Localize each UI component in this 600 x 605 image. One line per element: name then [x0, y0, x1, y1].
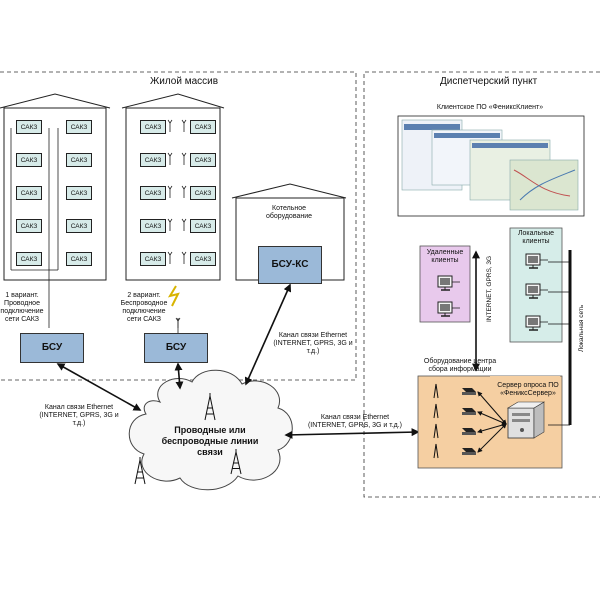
dispatch-section-border: [363, 71, 600, 498]
collection-devices: [433, 383, 507, 459]
modem-icon: [462, 408, 476, 415]
antenna-icon: [433, 403, 439, 419]
tower-icon: [204, 393, 216, 421]
sakz-device: САКЗ: [140, 186, 166, 200]
modem-icon: [462, 448, 476, 455]
antenna-icon: [181, 152, 187, 165]
monitor-icon: [437, 275, 460, 291]
variant-2-label: 2 вариант. Беспроводное подключение сети…: [120, 292, 168, 323]
server-icon: [506, 401, 546, 439]
sakz-device: САКЗ: [16, 120, 42, 134]
tower-icon: [230, 449, 242, 475]
modem-icon: [462, 428, 476, 435]
sakz-device: САКЗ: [66, 252, 92, 266]
bsu-1: БСУ: [20, 333, 84, 363]
sakz-device: САКЗ: [140, 252, 166, 266]
client-software-screenshot: [397, 115, 585, 217]
sakz-device: САКЗ: [16, 186, 42, 200]
bsu-ks: БСУ-КС: [258, 246, 322, 284]
residential-section-title: Жилой массив: [150, 76, 219, 87]
sakz-device: САКЗ: [190, 153, 216, 167]
wireless-lightning-icon: [167, 285, 180, 307]
sakz-device: САКЗ: [190, 219, 216, 233]
collection-center-label: Оборудование центра сбора информации: [423, 358, 497, 373]
sakz-device: САКЗ: [190, 252, 216, 266]
monitor-icon: [525, 253, 548, 269]
antenna-icon: [181, 119, 187, 132]
tower-icon: [134, 457, 146, 485]
local-network-taps: [548, 261, 570, 426]
local-clients-label: Локальные клиенты: [517, 230, 555, 245]
bsu-2: БСУ: [144, 333, 208, 363]
monitor-icon: [437, 301, 460, 317]
network-cloud: [128, 369, 293, 491]
antenna-icon: [181, 251, 187, 264]
antenna-icon: [433, 423, 439, 439]
wired-bus-building-1: [10, 128, 59, 328]
sakz-device: САКЗ: [66, 120, 92, 134]
variant-1-label: 1 вариант. Проводное подключение сети СА…: [0, 292, 44, 323]
building-1: [0, 93, 111, 281]
sakz-device: САКЗ: [140, 219, 166, 233]
antenna-icon: [167, 119, 173, 132]
vertical-network-label: INTERNET, GPRS, 3G: [486, 255, 493, 322]
client-software-label: Клиентское ПО «ФениксКлиент»: [436, 104, 544, 111]
sakz-device: САКЗ: [190, 120, 216, 134]
link-arrows: [56, 283, 420, 439]
sakz-device: САКЗ: [66, 186, 92, 200]
client-monitors: [437, 253, 548, 331]
sakz-device: САКЗ: [16, 153, 42, 167]
monitor-icon: [525, 283, 548, 299]
antenna-icon: [167, 185, 173, 198]
cell-towers: [134, 393, 242, 485]
antenna-icon: [167, 152, 173, 165]
ethernet-link-mid-label: Канал связи Ethernet (INTERNET, GPRS, 3G…: [307, 414, 403, 429]
antenna-icon: [167, 218, 173, 231]
sakz-device: САКЗ: [66, 219, 92, 233]
sakz-device: САКЗ: [16, 219, 42, 233]
device-link: [477, 411, 507, 425]
antenna-icon: [433, 443, 439, 459]
device-link: [477, 423, 507, 453]
remote-clients-label: Удаленные клиенты: [426, 249, 464, 264]
cloud-label: Проводные или беспроводные линии связи: [161, 425, 259, 457]
antenna-icon: [167, 251, 173, 264]
sakz-device: САКЗ: [16, 252, 42, 266]
building-2: [121, 93, 225, 281]
ethernet-link-top-label: Канал связи Ethernet (INTERNET, GPRS, 3G…: [273, 332, 353, 355]
sakz-device: САКЗ: [190, 186, 216, 200]
antenna-icon: [433, 383, 439, 399]
sakz-device: САКЗ: [66, 153, 92, 167]
dispatch-section-title: Диспетчерский пункт: [440, 76, 538, 87]
poll-server-label: Сервер опроса ПО «ФениксСервер»: [497, 382, 559, 397]
sakz-device: САКЗ: [140, 153, 166, 167]
boiler-equipment-label: Котельное оборудование: [265, 205, 313, 220]
building-2-antennas: [167, 119, 187, 328]
antenna-icon: [181, 185, 187, 198]
monitor-icon: [525, 315, 548, 331]
sakz-device: САКЗ: [140, 120, 166, 134]
ethernet-link-left-label: Канал связи Ethernet (INTERNET, GPRS, 3G…: [39, 404, 119, 427]
local-network-label: Локальная сеть: [578, 304, 585, 352]
antenna-icon: [181, 218, 187, 231]
modem-icon: [462, 388, 476, 395]
